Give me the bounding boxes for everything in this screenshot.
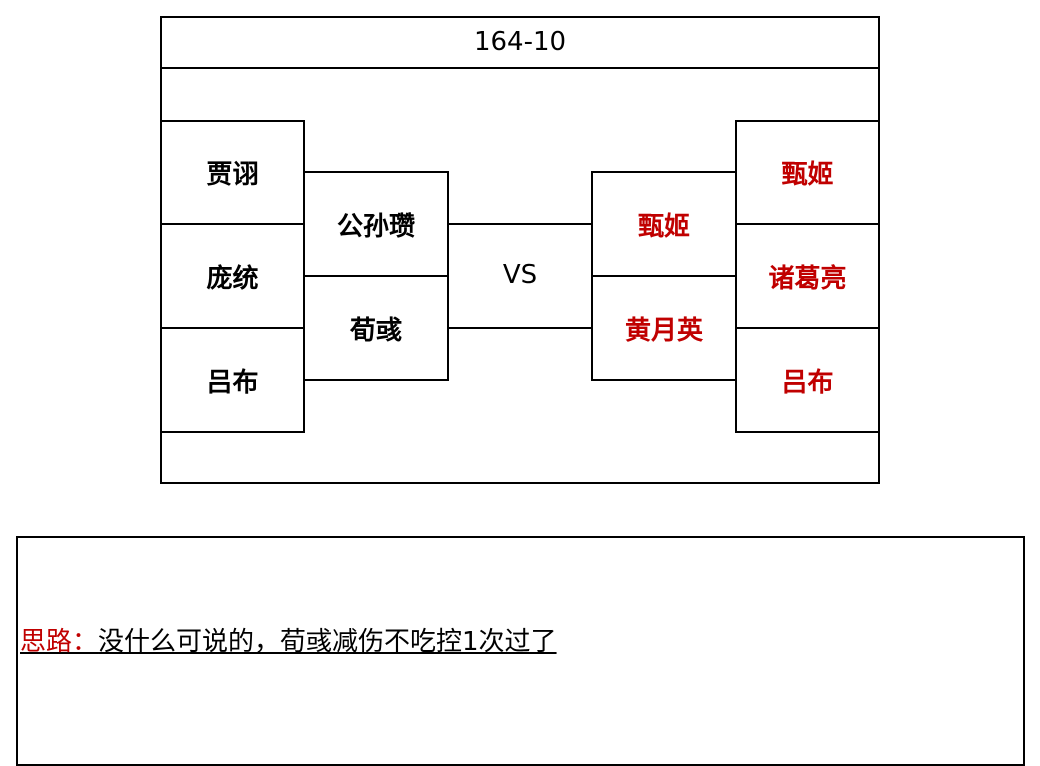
- left-inner-cell-1: 公孙瓒: [303, 171, 449, 277]
- right-inner-cell-2: 黄月英: [591, 275, 737, 381]
- diagram-title: 164-10: [473, 27, 567, 57]
- right-outer-cell-3: 吕布: [735, 327, 880, 433]
- left-inner-cell-2: 荀彧: [303, 275, 449, 381]
- left-outer-cell-2: 庞统: [160, 223, 305, 329]
- right-outer-cell-2: 诸葛亮: [735, 223, 880, 329]
- connector-line-top: [447, 223, 593, 225]
- note-label: 思路：: [20, 627, 99, 657]
- left-outer-cell-1: 贾诩: [160, 120, 305, 225]
- right-inner-cell-1: 甄姬: [591, 171, 737, 277]
- title-divider: [160, 67, 880, 69]
- vs-label: VS: [502, 260, 538, 290]
- connector-line-bottom: [447, 327, 593, 329]
- note-line: 思路：没什么可说的，荀彧减伤不吃控1次过了: [20, 621, 557, 658]
- left-outer-cell-3: 吕布: [160, 327, 305, 433]
- note-content: 没什么可说的，荀彧减伤不吃控1次过了: [98, 627, 557, 657]
- right-outer-cell-1: 甄姬: [735, 120, 880, 225]
